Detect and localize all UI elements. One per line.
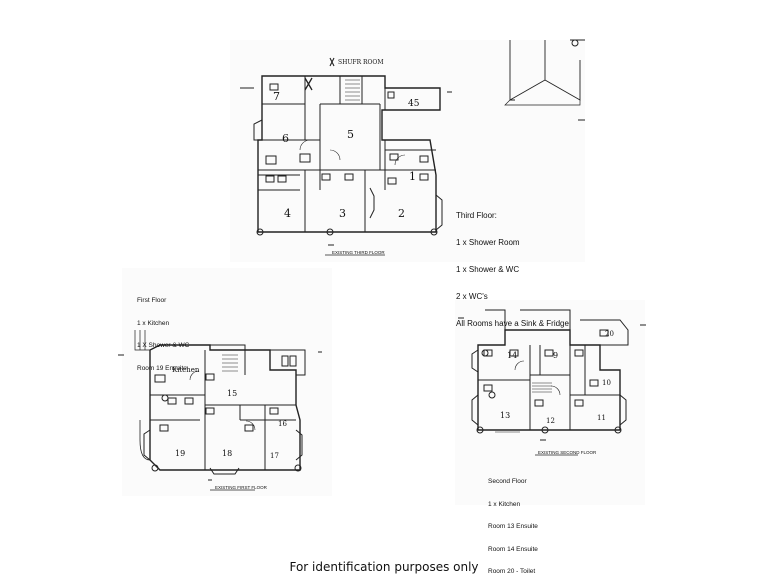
room-label: 13 [500, 411, 510, 420]
room-label: 9 [553, 351, 558, 360]
room-label: 11 [597, 414, 606, 422]
room-label: 20 [605, 330, 614, 338]
first-floor-plan [118, 330, 322, 491]
room-label: 18 [222, 449, 232, 458]
room-label: 14 [507, 351, 517, 360]
note-line: Room 14 Ensuite [488, 545, 538, 553]
note-line: All Rooms have a Sink & Fridge [456, 319, 569, 328]
note-line: Room 20 - Toilet [488, 568, 536, 575]
note-line: 1 x Shower Room [456, 238, 520, 247]
drawing-caption: EXISTING THIRD FLOOR [332, 250, 385, 255]
note-line: 1 x Shower & WC [456, 265, 520, 274]
note-line: 1 X Shower & WC [137, 342, 190, 349]
handwritten-note: SHUFR ROOM [338, 59, 384, 66]
room-label: 19 [175, 449, 185, 458]
room-label: 17 [270, 452, 279, 460]
third-floor-notes: Third Floor: 1 x Shower Room 1 x Shower … [456, 193, 569, 337]
room-label: 45 [408, 99, 420, 109]
note-line: Room 19 Ensuite [137, 364, 187, 372]
room-label: 5 [347, 128, 354, 141]
room-label: 15 [227, 389, 237, 398]
room-label: 3 [339, 207, 346, 220]
room-label: 1 [409, 170, 416, 183]
room-label: 16 [278, 420, 287, 428]
note-line: 2 x WC's [456, 292, 488, 301]
third-floor-plan [240, 39, 585, 256]
note-line: First Floor [137, 297, 167, 304]
room-label: 7 [273, 90, 280, 103]
room-label: Kitchen [172, 366, 200, 374]
second-floor-plan [458, 309, 646, 456]
note-line: 1 x Kitchen [137, 319, 170, 327]
first-floor-notes: First Floor 1 x Kitchen 1 X Shower & WC … [137, 282, 189, 380]
note-line: 1 x Kitchen [488, 500, 521, 508]
drawing-caption: EXISTING SECOND FLOOR [538, 450, 597, 455]
room-label: 12 [546, 417, 555, 425]
room-label: 6 [282, 132, 289, 145]
drawing-caption: EXISTING FIRST FLOOR [215, 485, 268, 490]
note-line: Third Floor: [456, 211, 497, 220]
note-line: Second Floor [488, 478, 527, 485]
room-label: 4 [284, 207, 291, 220]
third-floor-sheet [230, 40, 585, 262]
note-line: Room 13 Ensuite [488, 523, 538, 530]
room-label: 10 [602, 379, 611, 387]
second-floor-notes: Second Floor 1 x Kitchen Room 13 Ensuite… [488, 463, 538, 583]
identification-caption: For identification purposes only [289, 560, 479, 574]
second-floor-sheet [455, 300, 645, 505]
room-label: 2 [398, 207, 405, 220]
